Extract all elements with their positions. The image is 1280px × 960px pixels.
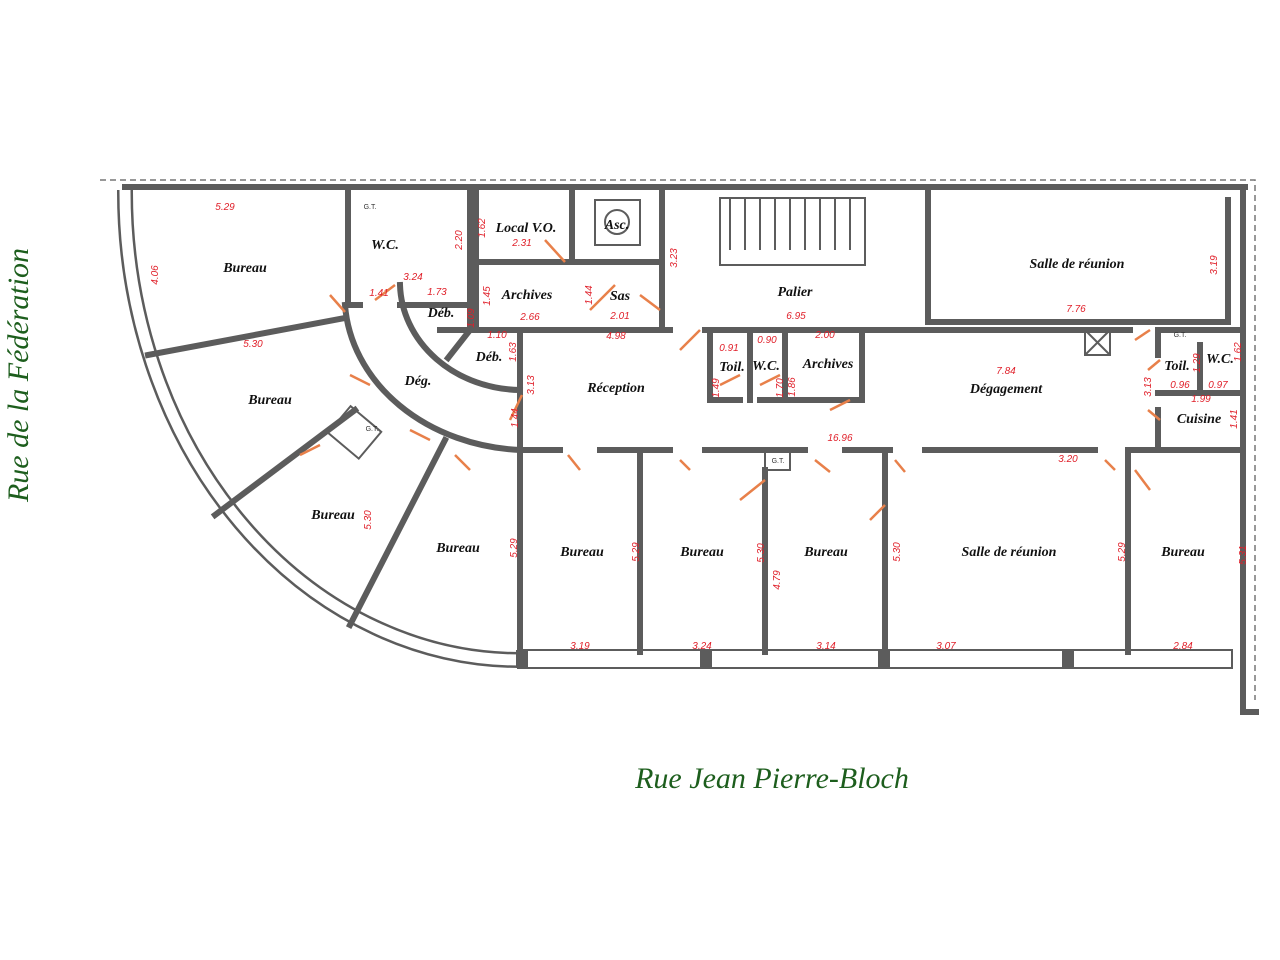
dimension-label: 1.99 xyxy=(1191,394,1211,405)
dimension-label: 1.62 xyxy=(1233,342,1244,362)
room-label: Local V.O. xyxy=(495,221,557,236)
dimension-label: 5.30 xyxy=(756,543,767,563)
dimension-label: 2.66 xyxy=(519,312,540,323)
street-label-bottom: Rue Jean Pierre-Bloch xyxy=(634,762,909,795)
room-label: Réception xyxy=(586,381,645,396)
dimension-label: 3.14 xyxy=(816,641,836,652)
gaine-technique-label: G.T. xyxy=(772,458,785,465)
dimension-label: 1.44 xyxy=(584,285,595,305)
dimension-label: 3.13 xyxy=(526,375,537,395)
dimension-label: 1.73 xyxy=(427,287,447,298)
room-label: Bureau xyxy=(679,545,724,560)
room-label: Toil. xyxy=(1164,359,1190,374)
dimension-label: 2.84 xyxy=(1172,641,1193,652)
room-label: W.C. xyxy=(752,359,780,374)
dimension-label: 0.91 xyxy=(719,343,738,354)
dimension-label: 5.30 xyxy=(892,542,903,562)
dimension-label: 7.84 xyxy=(996,366,1016,377)
room-label: Asc. xyxy=(604,218,630,233)
room-label: Palier xyxy=(778,285,814,300)
doors xyxy=(299,239,1161,521)
room-label: W.C. xyxy=(1206,352,1234,367)
dimension-label: 16.96 xyxy=(827,433,852,444)
room-label: Bureau xyxy=(435,541,480,556)
dimension-label: 1.45 xyxy=(482,286,493,306)
dimension-label: 3.24 xyxy=(403,272,423,283)
dimension-label: 5.31 xyxy=(1238,545,1249,564)
room-label: Toil. xyxy=(719,360,745,375)
dimension-label: 1.62 xyxy=(477,218,488,238)
room-label: Archives xyxy=(501,288,553,303)
dimension-label: 3.20 xyxy=(1058,454,1078,465)
gaine-technique-label: G.T. xyxy=(364,204,377,211)
dimension-label: 6.95 xyxy=(786,311,806,322)
dimension-label: 4.79 xyxy=(772,570,783,590)
dimension-label: 1.44 xyxy=(510,408,521,428)
room-label: Bureau xyxy=(310,508,355,523)
dimension-label: 5.29 xyxy=(509,538,520,558)
room-label: Bureau xyxy=(247,393,292,408)
gaine-technique-label: G.T. xyxy=(1174,332,1187,339)
dimension-label: 4.98 xyxy=(606,331,626,342)
dimension-label: 0.97 xyxy=(1208,380,1228,391)
room-label: W.C. xyxy=(371,238,399,253)
dimension-label: 3.07 xyxy=(936,641,956,652)
dimension-label: 5.29 xyxy=(215,202,235,213)
gaine-technique-label: G.T. xyxy=(366,426,379,433)
dimension-label: 1.10 xyxy=(487,330,507,341)
dimension-label: 3.19 xyxy=(1209,255,1220,275)
dimension-label: 3.24 xyxy=(692,641,712,652)
dimension-label: 0.96 xyxy=(1170,380,1190,391)
dimension-label: 3.23 xyxy=(669,248,680,268)
dimension-label: 7.76 xyxy=(1066,304,1086,315)
dimension-label: 1.29 xyxy=(1192,353,1203,373)
dimension-label: 1.70 xyxy=(775,378,786,398)
room-label: Bureau xyxy=(222,261,267,276)
dimension-label: 1.86 xyxy=(787,377,798,397)
dimension-label: 1.49 xyxy=(711,378,722,398)
dimension-label: 2.31 xyxy=(511,238,531,249)
dimension-label: 3.13 xyxy=(1143,377,1154,397)
walls xyxy=(100,179,1259,715)
room-label: Dégagement xyxy=(969,382,1043,397)
dimension-label: 2.01 xyxy=(609,311,629,322)
room-label: Bureau xyxy=(1160,545,1205,560)
dimension-label: 5.30 xyxy=(363,510,374,530)
dimension-label: 1.09 xyxy=(466,308,477,328)
room-label: Sas xyxy=(610,289,631,304)
room-label: Bureau xyxy=(803,545,848,560)
dimension-label: 2.20 xyxy=(454,230,465,251)
dimension-label: 5.30 xyxy=(243,339,263,350)
room-label: Bureau xyxy=(559,545,604,560)
street-label-left: Rue de la Fédération xyxy=(2,248,35,503)
room-label: Dég. xyxy=(404,374,432,389)
room-label: Salle de réunion xyxy=(1030,257,1125,272)
dimension-label: 3.19 xyxy=(570,641,590,652)
dimension-label: 5.29 xyxy=(1117,542,1128,562)
dimension-label: 4.06 xyxy=(150,265,161,285)
room-label: Déb. xyxy=(427,306,455,321)
dimension-label: 1.41 xyxy=(1229,409,1240,428)
dimension-label: 2.00 xyxy=(814,330,835,341)
dimension-label: 1.63 xyxy=(508,342,519,362)
dimension-label: 5.29 xyxy=(631,542,642,562)
room-label: Déb. xyxy=(475,350,503,365)
room-label: Cuisine xyxy=(1177,412,1221,427)
room-label: Salle de réunion xyxy=(962,545,1057,560)
dimension-label: 0.90 xyxy=(757,335,777,346)
room-label: Archives xyxy=(802,357,854,372)
dimension-label: 1.41 xyxy=(369,288,388,299)
